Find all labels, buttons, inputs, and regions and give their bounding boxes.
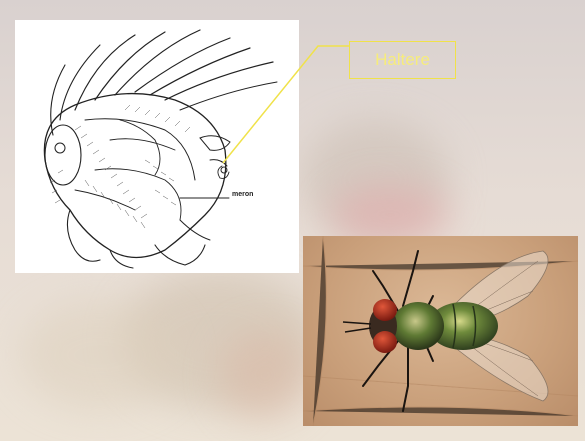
haltere-callout-box: Haltere (349, 41, 456, 79)
blowfly-photo (303, 236, 578, 426)
haltere-label: Haltere (375, 50, 430, 70)
blowfly-drawing (303, 236, 578, 426)
